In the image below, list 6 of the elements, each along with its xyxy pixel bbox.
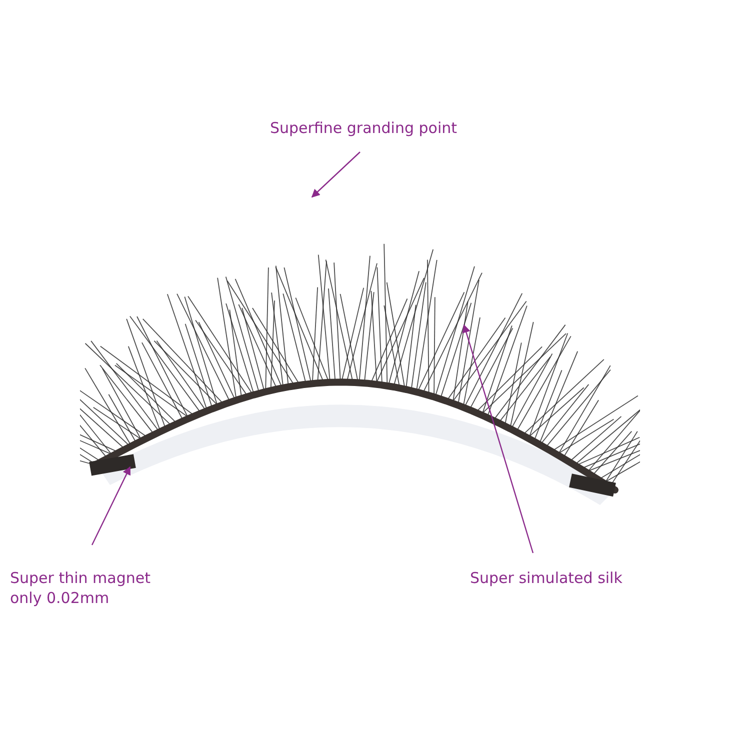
callout-text: Superfine granding point bbox=[270, 118, 510, 138]
leader-line bbox=[311, 152, 360, 198]
callout-text: Super thin magnet only 0.02mm bbox=[10, 568, 170, 608]
callout-text: Super simulated silk bbox=[470, 568, 690, 588]
leader-line bbox=[462, 324, 534, 554]
leader-line bbox=[91, 466, 131, 546]
